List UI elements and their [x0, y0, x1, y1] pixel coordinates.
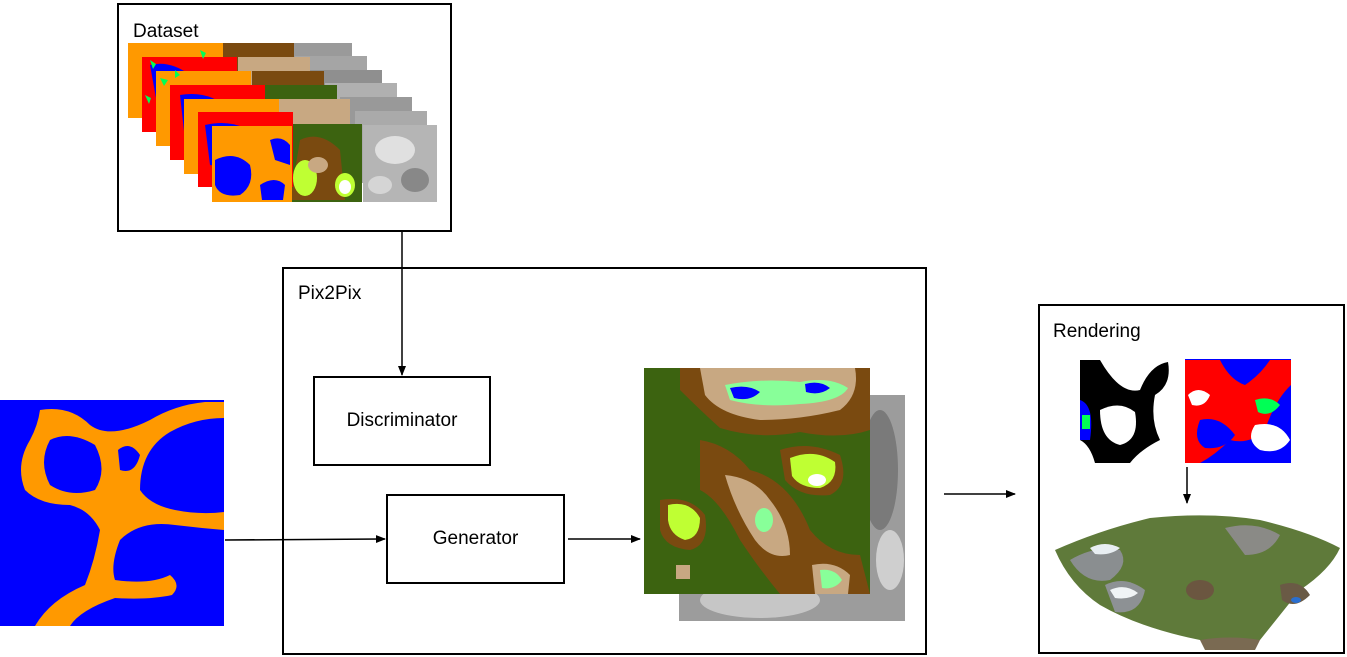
dataset-title: Dataset	[133, 21, 199, 42]
discriminator-node: Discriminator	[313, 376, 491, 466]
generator-node: Generator	[386, 494, 565, 584]
rendering-title: Rendering	[1053, 321, 1141, 342]
input-to-generator-arrow	[224, 535, 386, 544]
pix2pix-title: Pix2Pix	[298, 283, 362, 304]
rendered-terrain	[1055, 515, 1340, 650]
segmentation-stack	[128, 43, 293, 202]
rendering-input-masks	[1080, 359, 1291, 463]
generated-biome-map	[644, 368, 870, 594]
input-segmentation-map	[0, 400, 224, 626]
